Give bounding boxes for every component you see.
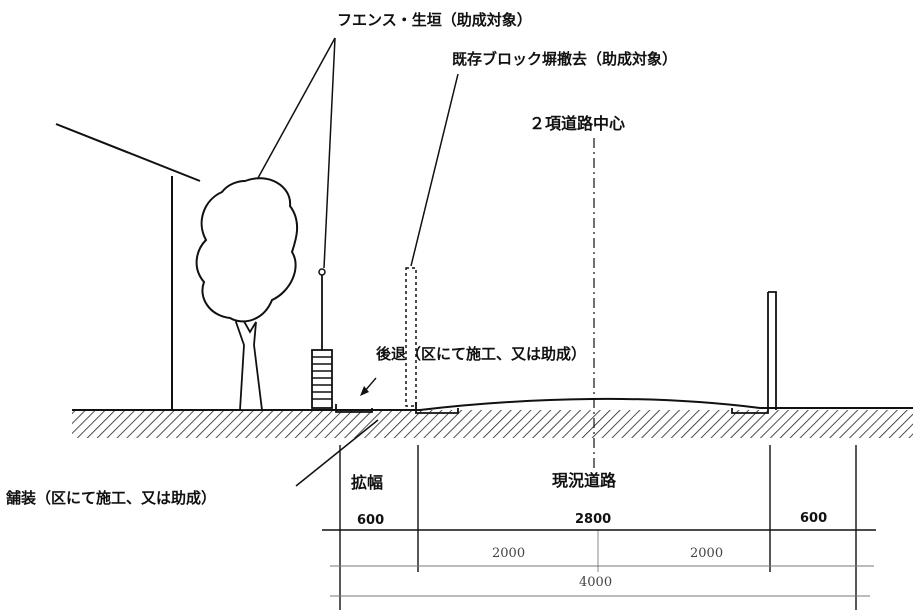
label-widening: 拡幅 — [351, 473, 384, 492]
house-roof-line — [55, 123, 201, 182]
label-fence-hedge: フエンス・生垣（助成対象） — [337, 11, 532, 29]
leader-fence-hedge-1 — [257, 37, 336, 179]
setback-arrow-head — [360, 386, 369, 396]
existing-block-wall-dotted — [405, 267, 417, 407]
label-current-road: 現況道路 — [552, 471, 617, 490]
gutter-right — [731, 402, 769, 414]
dim-right-width: 600 — [800, 511, 828, 526]
dim-current-road-width: 2800 — [575, 512, 612, 527]
leader-fence-hedge-2 — [323, 37, 336, 269]
dim-total: 4000 — [579, 575, 613, 590]
right-side-wall — [767, 291, 777, 410]
fence-post-top — [318, 268, 326, 276]
label-road-center: ２項道路中心 — [529, 114, 626, 133]
label-block-removal: 既存ブロック塀撤去（助成対象） — [452, 50, 678, 68]
gutter-middle — [415, 402, 459, 414]
leader-block-removal — [410, 73, 459, 267]
label-setback: 後退（区にて施工、又は助成） — [376, 345, 587, 363]
gutter-left — [335, 404, 373, 413]
new-block-wall — [311, 349, 333, 409]
dim-widening-width: 600 — [357, 513, 385, 528]
ground-hatching — [72, 410, 913, 438]
dim-right-half: 2000 — [690, 546, 724, 561]
label-paving: 舗装（区にて施工、又は助成） — [6, 489, 217, 507]
leader-paving — [295, 419, 379, 487]
tree-icon — [195, 177, 298, 411]
dim-left-half: 2000 — [492, 546, 526, 561]
ground-line — [72, 397, 913, 411]
